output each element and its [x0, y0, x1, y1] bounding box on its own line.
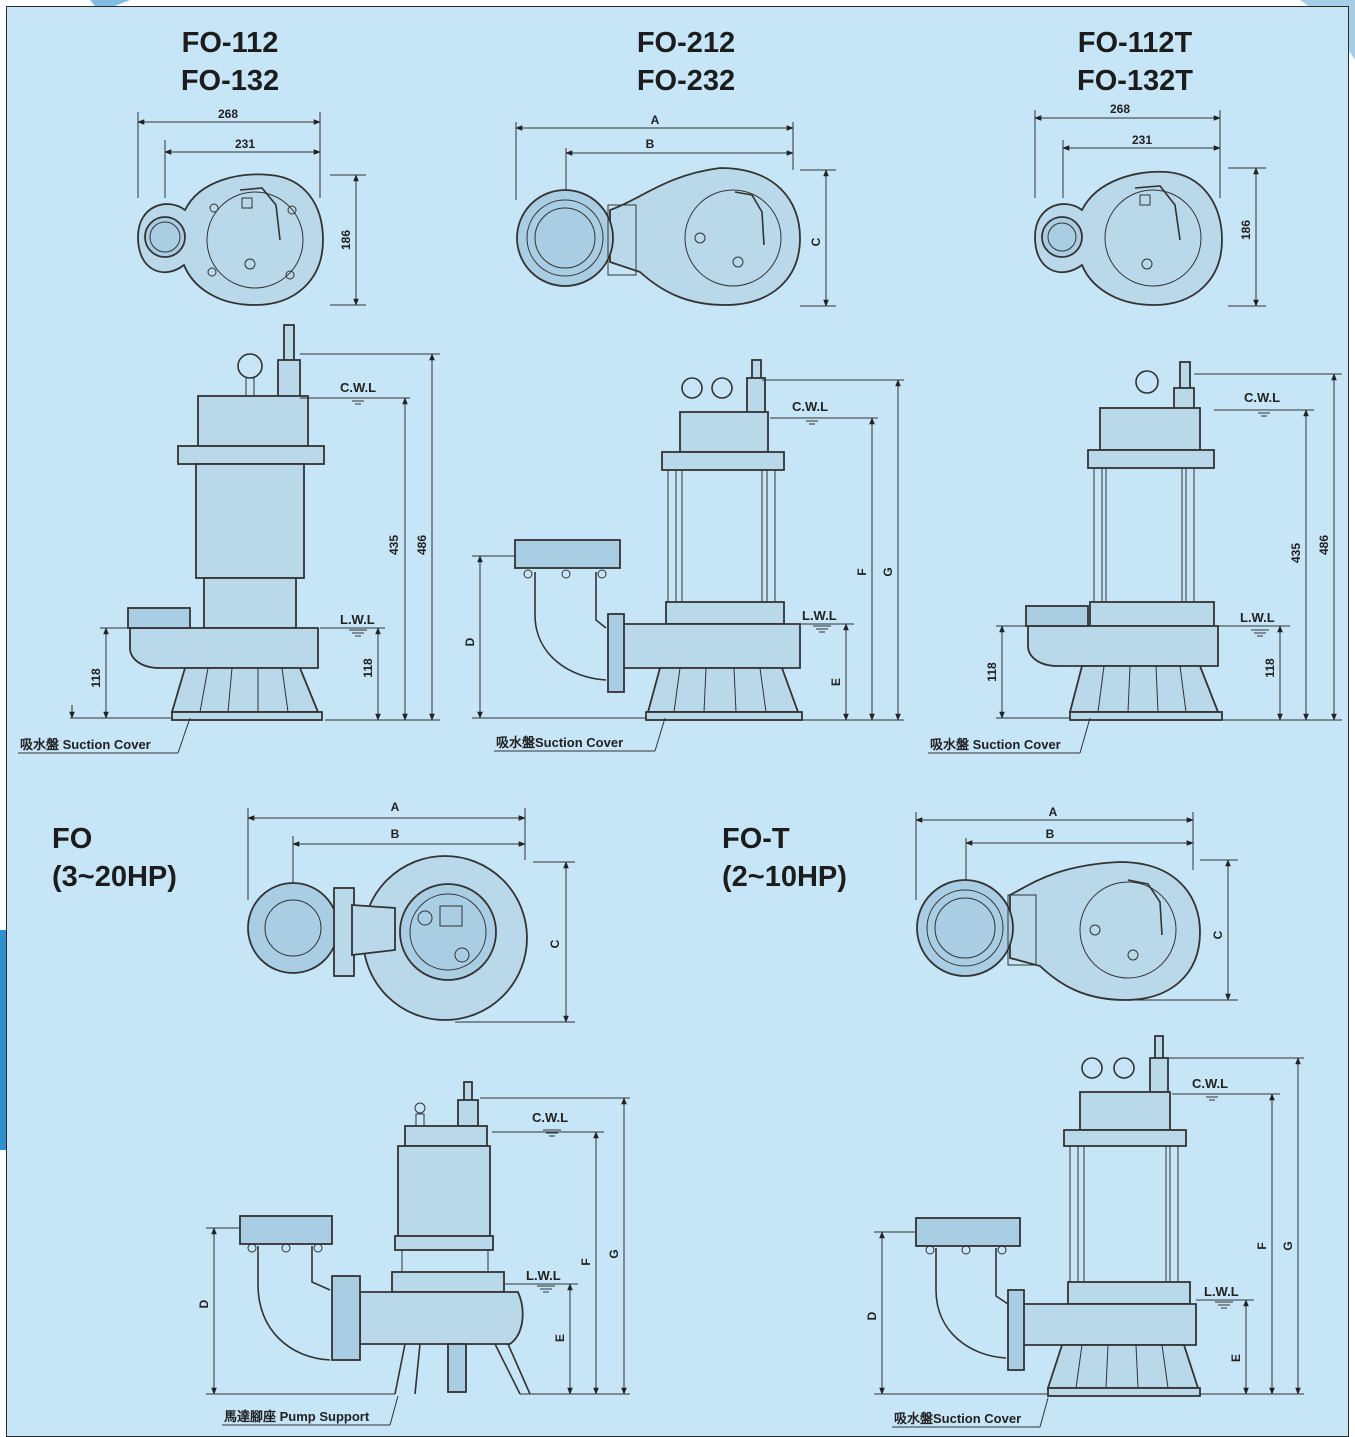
dim-118: 118 [985, 662, 999, 682]
fo112t-side-view: 435 486 C.W.L L.W.L 118 118 吸水盤 Suction … [928, 361, 1342, 754]
suction-cover-label: 吸水盤Suction Cover [496, 735, 623, 750]
model-name: (3~20HP) [52, 861, 177, 893]
dim-268: 268 [218, 107, 238, 121]
fo112-top-view: 268 231 186 [137, 107, 366, 306]
dim-118: 118 [361, 658, 375, 678]
dim-A: A [391, 800, 400, 814]
model-title-fot: FO-T (2~10HP) [722, 820, 847, 896]
dim-F: F [579, 1258, 593, 1265]
dim-E: E [1229, 1354, 1243, 1362]
model-title-fo: FO (3~20HP) [52, 820, 177, 896]
dim-231: 231 [1132, 133, 1152, 147]
fo212-side-view: F G C.W.L L.W.L E D 吸水盤Suction Cover [463, 359, 904, 752]
dim-B: B [391, 827, 400, 841]
dim-A: A [651, 113, 660, 127]
fot-side-view: F G C.W.L L.W.L E D 吸水盤Suction Cover [865, 1035, 1304, 1428]
lwl-label: L.W.L [526, 1268, 561, 1283]
dim-F: F [855, 568, 869, 575]
dim-435: 435 [1289, 543, 1303, 563]
lwl-label: L.W.L [340, 612, 375, 627]
model-name: FO-112T [1077, 27, 1193, 59]
dim-G: G [1281, 1241, 1295, 1250]
model-name: FO-132T [1076, 65, 1194, 97]
fo112t-top-view: 268 231 186 [1034, 102, 1266, 307]
cwl-label: C.W.L [340, 380, 376, 395]
dim-486: 486 [415, 535, 429, 555]
dim-486: 486 [1317, 535, 1331, 555]
dim-186: 186 [1239, 220, 1253, 240]
dim-435: 435 [387, 535, 401, 555]
suction-cover-label: 吸水盤 Suction Cover [20, 737, 151, 752]
model-title-fo112t: FO-112T FO-132T [1035, 24, 1235, 100]
dim-C: C [1211, 930, 1225, 939]
lwl-label: L.W.L [1204, 1284, 1239, 1299]
cwl-label: C.W.L [1192, 1076, 1228, 1091]
fo112-side-view: 435 486 C.W.L L.W.L 118 118 吸水盤 Suction … [18, 324, 440, 754]
dim-G: G [607, 1249, 621, 1258]
model-title-fo212: FO-212 FO-232 [586, 24, 786, 100]
suction-cover-label: 吸水盤Suction Cover [894, 1411, 1021, 1426]
dim-231: 231 [235, 137, 255, 151]
model-name: FO-112 [181, 27, 279, 59]
fot-top-view: A B C [915, 805, 1238, 1001]
model-name: FO-212 [636, 27, 736, 59]
dim-D: D [865, 1311, 879, 1320]
dim-D: D [197, 1299, 211, 1308]
dim-G: G [881, 567, 895, 576]
cwl-label: C.W.L [1244, 390, 1280, 405]
fo-top-view: A B C [247, 800, 575, 1023]
lwl-label: L.W.L [802, 608, 837, 623]
cwl-label: C.W.L [792, 399, 828, 414]
dim-B: B [646, 137, 655, 151]
dim-E: E [553, 1334, 567, 1342]
dim-E: E [829, 678, 843, 686]
dim-268: 268 [1110, 102, 1130, 116]
dim-118: 118 [1263, 658, 1277, 678]
dim-B: B [1046, 827, 1055, 841]
model-name: FO [52, 823, 93, 855]
pump-support-label: 馬達腳座 Pump Support [224, 1409, 370, 1424]
dim-C: C [809, 237, 823, 246]
lwl-label: L.W.L [1240, 610, 1275, 625]
dim-C: C [548, 939, 562, 948]
cwl-label: C.W.L [532, 1110, 568, 1125]
model-name: FO-T [722, 823, 790, 855]
model-name: FO-132 [180, 65, 280, 97]
dim-D: D [463, 637, 477, 646]
model-name: (2~10HP) [722, 861, 847, 893]
model-name: FO-232 [636, 65, 736, 97]
dim-F: F [1255, 1242, 1269, 1249]
dim-118: 118 [89, 668, 103, 688]
suction-cover-label: 吸水盤 Suction Cover [930, 737, 1061, 752]
model-title-fo112: FO-112 FO-132 [130, 24, 330, 100]
fo-side-view: F G C.W.L L.W.L E D 馬達腳座 Pump Support [197, 1081, 630, 1426]
dim-186: 186 [339, 230, 353, 250]
dim-A: A [1049, 805, 1058, 819]
fo212-top-view: A B C [515, 113, 836, 307]
